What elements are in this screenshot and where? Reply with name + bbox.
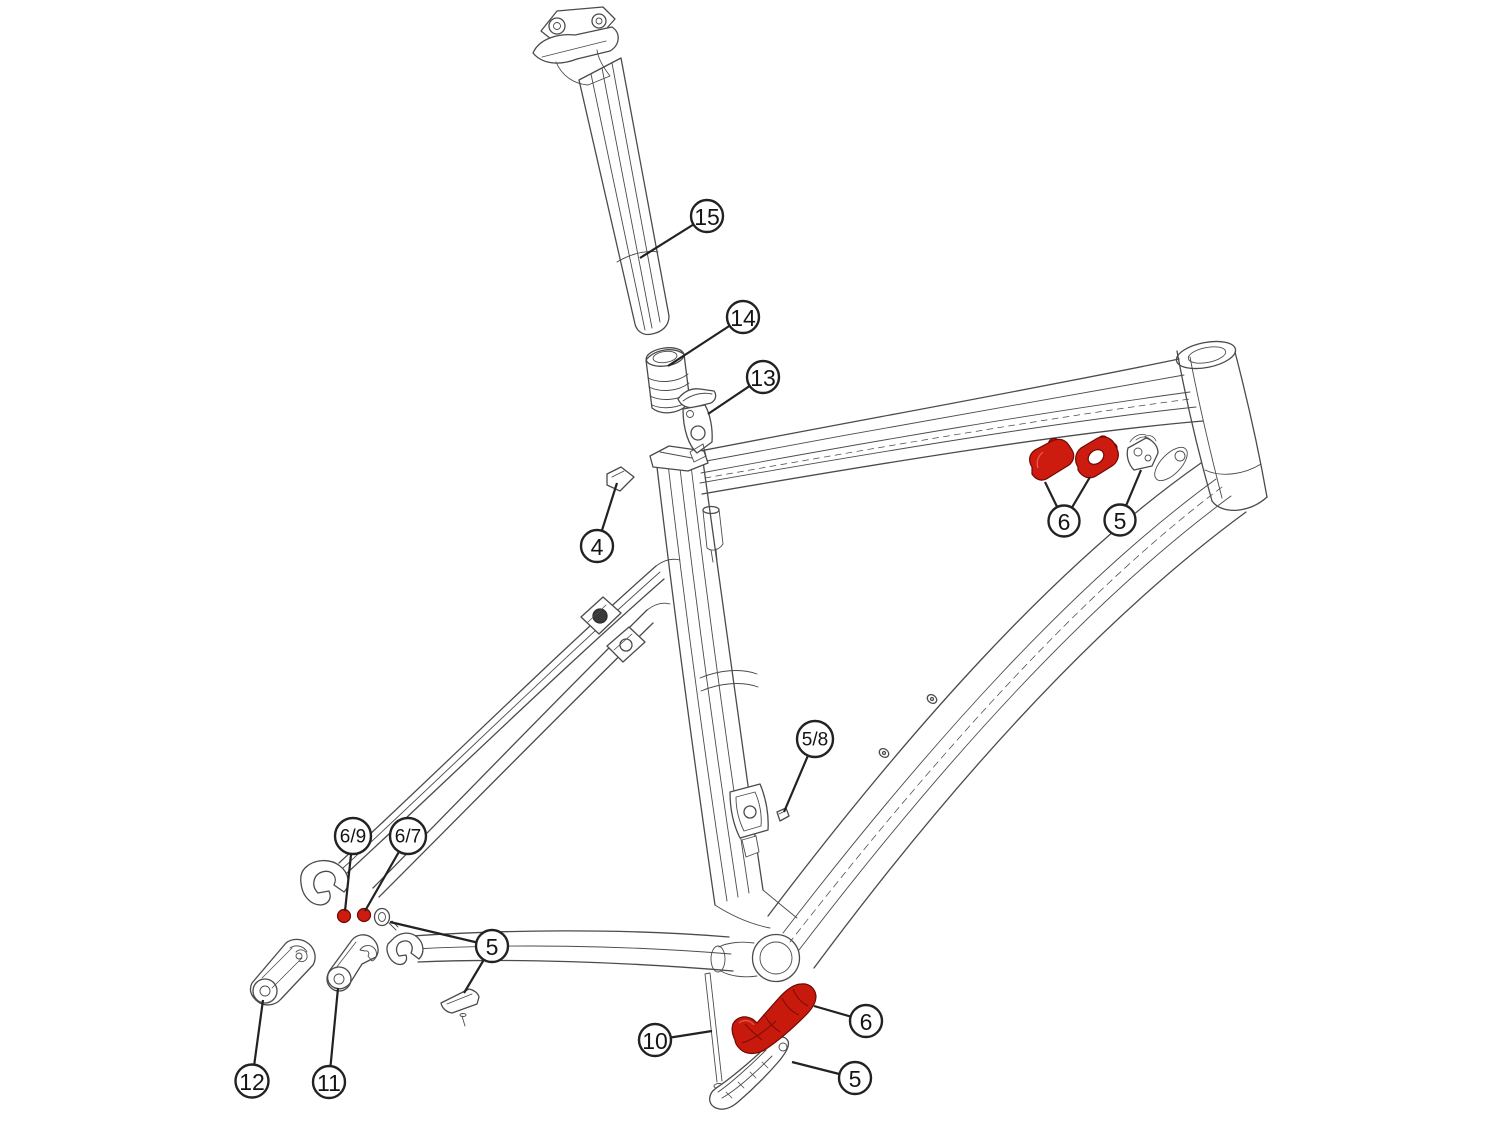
callout-6-bottom-circle (848, 1003, 884, 1039)
part-6-chain-guide (731, 983, 817, 1055)
callout-4-label: 4 (591, 534, 604, 560)
callout-11: 11 (311, 987, 347, 1100)
callout-5-bottom: 5 (791, 1060, 873, 1096)
callout-14: 14 (667, 299, 761, 367)
callout-layer: 15 14 13 4 6 5 5/8 6/9 6/7 5 12 11 10 6 5 (234, 198, 1143, 1100)
callout-12-circle (234, 1063, 270, 1099)
callout-11-circle (311, 1064, 347, 1100)
chain-stays (386, 930, 734, 972)
callout-5-mid: 5 (389, 920, 510, 994)
callout-5-top-circle (1103, 503, 1137, 537)
callout-12: 12 (234, 999, 270, 1099)
callout-5-8: 5/8 (782, 719, 835, 813)
clamp-bolt (702, 508, 724, 563)
chainstay-dropout-claw (386, 932, 424, 966)
frame-plug (606, 466, 635, 492)
seatstay-pivot-clamps (580, 596, 646, 663)
callout-10-circle (637, 1022, 673, 1058)
downtube-port-recess (1154, 446, 1188, 482)
callout-15-label: 15 (694, 204, 720, 230)
callout-13-label: 13 (750, 365, 776, 391)
callout-5-8-circle (795, 719, 835, 759)
callout-5-8-label: 5/8 (802, 730, 828, 751)
part-6-cover-clip (1029, 437, 1075, 481)
callout-14-label: 14 (730, 305, 756, 331)
seat-cluster (649, 445, 724, 563)
callout-5-mid-label: 5 (486, 934, 499, 960)
head-tube (1175, 340, 1268, 512)
part-5-guard (709, 1036, 790, 1110)
callout-15: 15 (639, 198, 725, 259)
callout-6-7-circle (388, 816, 428, 856)
seatstay-dropout-claw (300, 859, 349, 906)
callout-6-top-label: 6 (1058, 509, 1071, 535)
bottom-bracket (710, 933, 801, 983)
callout-6-top-circle (1047, 504, 1081, 538)
frame (300, 340, 1268, 983)
part-6-9-bolt (336, 908, 352, 924)
bottle-boss (926, 693, 938, 705)
saddle-clamp-head (532, 6, 619, 86)
callout-13-circle (745, 359, 781, 395)
callout-12-label: 12 (239, 1069, 265, 1095)
callout-5-top: 5 (1103, 469, 1143, 537)
callout-5-bottom-label: 5 (849, 1066, 862, 1092)
callout-5-bottom-circle (837, 1060, 873, 1096)
seatpost-shaft (578, 57, 670, 336)
highlighted-parts (336, 435, 1119, 1055)
callout-15-circle (689, 198, 725, 234)
part-6-eyelet-ring (1075, 435, 1119, 479)
cable-clamp (1126, 434, 1159, 471)
part-11-derailleur-hanger (326, 934, 379, 992)
part-12-derailleur-hanger (249, 938, 316, 1006)
callout-13: 13 (707, 359, 781, 415)
callout-4-circle (579, 528, 615, 564)
callout-4: 4 (579, 482, 619, 564)
callout-6-7: 6/7 (364, 816, 428, 912)
part-6-7-bolt (356, 907, 372, 923)
seatpost-assembly (532, 6, 670, 336)
seat-tube (656, 453, 798, 929)
bottle-boss (878, 747, 890, 759)
callout-6-9: 6/9 (333, 816, 373, 912)
down-tube (767, 446, 1247, 969)
callout-11-label: 11 (317, 1070, 341, 1096)
top-tube (699, 358, 1204, 495)
callout-5-mid-leader (389, 920, 493, 948)
callout-5-top-label: 5 (1114, 508, 1127, 534)
callout-6-bottom-label: 6 (860, 1009, 873, 1035)
callout-6-9-label: 6/9 (340, 827, 366, 848)
callout-6-top: 6 (1044, 476, 1091, 538)
small-fitting-5-8 (776, 807, 790, 822)
dropout-ring-bolt (373, 907, 399, 931)
callout-10-label: 10 (642, 1028, 668, 1054)
callout-5-mid-circle (474, 928, 510, 964)
callout-14-circle (725, 299, 761, 335)
derailleur-mount (729, 783, 769, 858)
callout-6-9-circle (333, 816, 373, 856)
dropout-bracket (440, 988, 480, 1027)
callout-6-7-label: 6/7 (395, 827, 421, 848)
callout-10: 10 (637, 1022, 713, 1058)
seat-stays (338, 558, 681, 898)
callout-6-bottom: 6 (813, 1003, 884, 1039)
seatmast-clamp (677, 388, 717, 463)
